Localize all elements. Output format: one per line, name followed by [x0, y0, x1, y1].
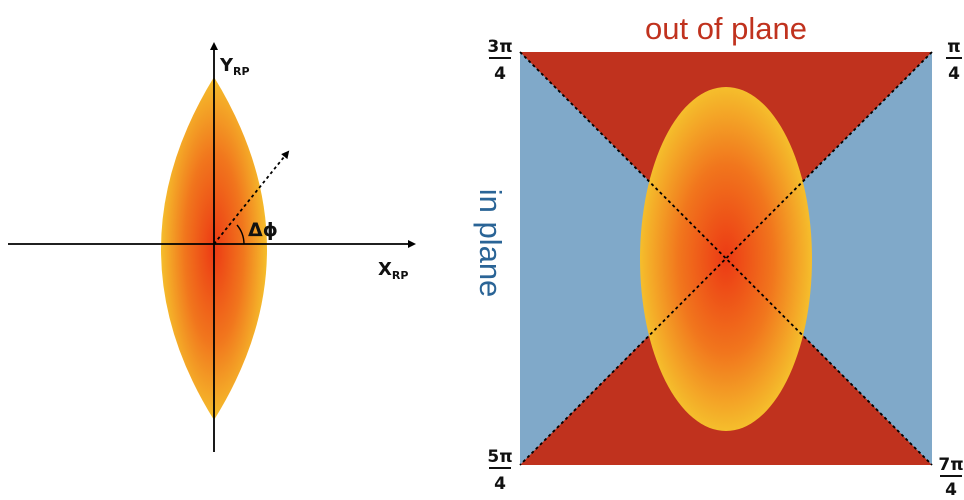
svg-text:3π: 3π — [487, 37, 512, 57]
svg-text:5π: 5π — [487, 447, 512, 467]
in-plane-title: in plane — [473, 189, 508, 298]
x-axis-label: XRP — [378, 259, 408, 282]
y-axis-label: YRP — [219, 55, 250, 78]
svg-text:4: 4 — [494, 64, 506, 84]
out-of-plane-title: out of plane — [645, 11, 807, 46]
angle-label: Δϕ — [248, 219, 278, 241]
left-panel: Δϕ YRP XRP — [8, 44, 414, 452]
corner-label-top-right: π 4 — [946, 37, 962, 84]
svg-text:7π: 7π — [938, 455, 963, 475]
svg-text:π: π — [947, 37, 960, 57]
svg-text:4: 4 — [494, 474, 506, 494]
right-panel: out of plane in plane 3π 4 π 4 5π 4 7π 4 — [473, 11, 964, 500]
corner-label-bottom-left: 5π 4 — [487, 447, 512, 494]
corner-label-bottom-right: 7π 4 — [938, 455, 963, 500]
fireball-ellipse — [640, 87, 812, 431]
svg-text:4: 4 — [945, 480, 957, 500]
svg-text:4: 4 — [948, 64, 960, 84]
corner-label-top-left: 3π 4 — [487, 37, 512, 84]
